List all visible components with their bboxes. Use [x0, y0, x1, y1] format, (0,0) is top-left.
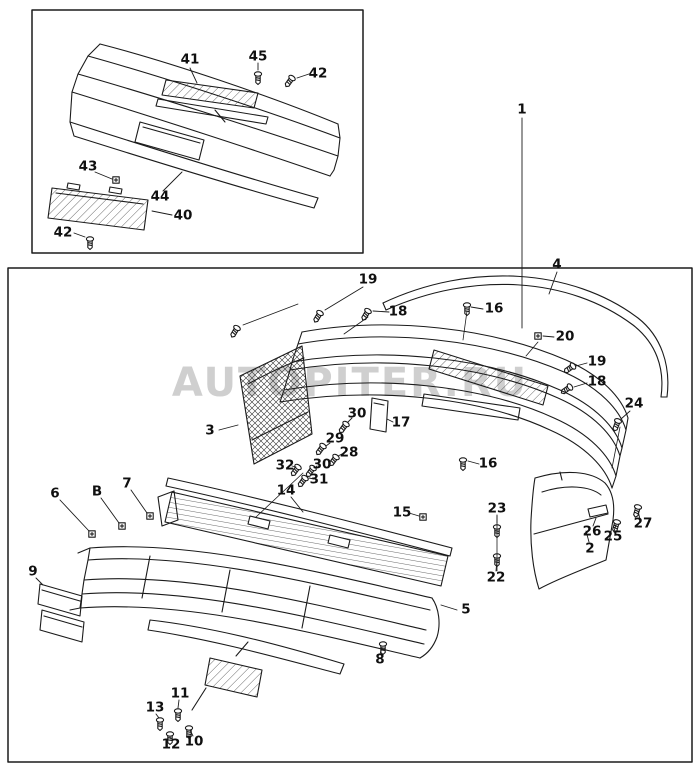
- plates-9: [37, 583, 85, 643]
- clip-43: [112, 176, 120, 184]
- inset-reinforcement-41: [161, 79, 259, 109]
- screw-28: [326, 452, 341, 469]
- bottom-bracket: [204, 657, 263, 698]
- inset-bumper-assembly: [47, 43, 341, 251]
- main-exploded-view: [37, 275, 669, 746]
- inset-license-recess: [134, 121, 205, 161]
- inner-rail-hatched: [428, 349, 549, 406]
- screw-19b: [561, 361, 578, 376]
- bracket-17: [369, 397, 389, 433]
- screw-42-right: [282, 73, 297, 90]
- construction-lines: [242, 303, 621, 572]
- inset-frame: [31, 9, 364, 254]
- clip-7: [146, 512, 154, 520]
- trim-strip-4: [382, 275, 669, 398]
- reinforcement-14: [157, 490, 449, 587]
- bracket-26: [587, 504, 609, 518]
- cover-license-area: [421, 393, 521, 421]
- lower-beam-5: [69, 546, 440, 675]
- leader-lines: [35, 62, 641, 740]
- screw-18a: [359, 306, 373, 323]
- clip-b: [118, 522, 126, 530]
- corner-cap-3: [239, 345, 313, 465]
- clip-15: [419, 513, 427, 521]
- screw-42-left: [85, 236, 95, 251]
- inset-license-bracket-40: [47, 187, 149, 231]
- bumper-cover: [279, 324, 629, 489]
- screw-12: [165, 731, 175, 746]
- screw-31: [295, 473, 310, 490]
- screw-stray: [228, 323, 242, 340]
- screw-19a: [311, 308, 325, 325]
- screw-16b: [458, 457, 468, 472]
- screw-45: [253, 71, 263, 86]
- screw-18b: [558, 382, 575, 397]
- main-frame: [7, 267, 693, 763]
- clip-20: [534, 332, 542, 340]
- screw-27: [631, 503, 643, 519]
- clip-6: [88, 530, 96, 538]
- screw-11: [173, 708, 183, 723]
- end-piece-2: [530, 471, 615, 590]
- screw-29: [313, 441, 328, 458]
- screw-13: [155, 717, 165, 732]
